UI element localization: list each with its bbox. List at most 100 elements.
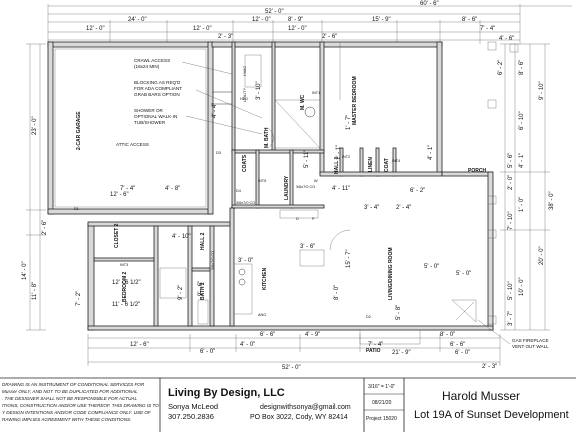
note-door-2: 3/6x7/0 CO (296, 185, 315, 189)
dim-7ft4: 7' - 4" (480, 26, 495, 32)
dim-1ft0-right: 1' - 0" (519, 197, 525, 212)
dim-int-2ft4: 2' - 4" (396, 205, 411, 211)
lot-description: Lot 19A of Sunset Development (414, 409, 569, 421)
dim-int-3ft0: 3' - 0" (238, 258, 253, 264)
dim-2ft0-right: 2' - 0" (508, 175, 514, 190)
dim-9ft10: 9' - 10" (539, 81, 545, 100)
dim-7ft2: 7' - 2" (76, 291, 82, 306)
dim-6ft0-bottom: 6' - 0" (200, 349, 215, 355)
room-m-bath: M. BATH (264, 127, 270, 148)
bottom-dimensions (87, 334, 501, 366)
disclaimer-line-5: Y DESIGN INTENTIONS AND/OR CODE COMPLIAN… (2, 410, 152, 415)
dim-6ft0-bottom-b: 6' - 0" (455, 350, 470, 356)
note-blocking-1: BLOCKING AS REQ'D (134, 80, 181, 85)
dim-12ft6-bottom: 12' - 6" (130, 342, 149, 348)
dim-3ft7: 3' - 7" (508, 311, 514, 326)
title-block (0, 377, 576, 432)
room-coat: COAT (384, 158, 390, 172)
room-bedroom-2: BEDROOM 2 (122, 272, 128, 303)
note-gas-fireplace-1: GAS FIREPLACE (512, 338, 549, 343)
dim-11ft8: 11' - 8" (32, 282, 38, 300)
note-crawl-access: CRAWL ACCESS (134, 58, 170, 63)
dim-20ft: 20' - 0" (539, 246, 545, 265)
dim-int-4ft8: 4' - 8" (165, 186, 180, 192)
note-ang: ANG (258, 313, 266, 317)
dim-23ft: 23' - 0" (32, 116, 38, 135)
tag-int2: INT2 (342, 155, 350, 159)
tag-d1: D1 (74, 207, 79, 211)
disclaimer-line-4: ITIONS, CONSTRUCTION AND/OR USE THEREOF.… (2, 403, 159, 408)
label-attic-access: ATTIC ACCESS (116, 142, 149, 147)
dim-5ft10: 5' - 10" (508, 281, 514, 300)
note-crawl-size: (18x24 MIN) (134, 64, 160, 69)
tag-w: W (314, 179, 318, 183)
dim-5ft6: 5' - 6" (508, 153, 514, 168)
dim-5ft0: 5' - 0" (456, 271, 471, 277)
dim-8ft6: 8' - 6" (462, 17, 477, 23)
dim-52ft-bottom: 52' - 0" (282, 365, 301, 371)
tag-d3: D3 (216, 151, 221, 155)
tag-int5: INT5 (258, 179, 266, 183)
dim-int-5ft11: 5' - 11" (304, 150, 310, 168)
walls (47, 41, 494, 331)
dim-6ft2-right: 6' - 2" (498, 60, 504, 75)
designer-email: designwithsonya@gmail.com (260, 404, 351, 411)
dim-38ft: 38' - 0" (549, 191, 555, 210)
dim-21ft9: 21' - 9" (392, 350, 411, 356)
dim-8ft6-right: 8' - 6" (519, 60, 525, 75)
note-shower-2: OPTIONAL WALK-IN (134, 114, 177, 119)
dim-6ft6-bottom: 6' - 6" (260, 332, 275, 338)
dim-int-12ft6: 12' - 6" (110, 192, 129, 198)
tag-d4: D4 (236, 189, 241, 193)
dim-14ft: 14' - 0" (22, 261, 28, 280)
dim-2ft3: 2' - 3" (218, 34, 233, 40)
dim-2ft6-left: 2' - 6" (42, 220, 48, 235)
dim-15ft9: 15' - 9" (372, 17, 391, 23)
dim-int-3ft6: 3' - 6" (300, 244, 315, 250)
client-name: Harold Musser (442, 389, 520, 403)
note-blocking-3: GRAB BARS OPTION (134, 92, 180, 97)
dim-int-12ft6-5: 12' - 6 1/2" (112, 280, 141, 286)
disclaimer-line-6: RAWING IMPLIES AGREEMENT WITH THESE COND… (2, 417, 131, 422)
dim-4ft1: 4' - 1" (519, 153, 525, 168)
dim-int-5ft0: 5' - 0" (424, 264, 439, 270)
dim-52ft-top: 52' - 0" (265, 9, 284, 15)
label-h2o: H2O (240, 97, 248, 101)
leader-lines (181, 61, 511, 345)
tag-int4: INT4 (392, 159, 400, 163)
dim-int-4ft11: 4' - 11" (332, 186, 350, 192)
dim-int-7ft4: 7' - 4" (120, 186, 135, 192)
dim-int-15ft7: 15' - 7" (346, 249, 352, 268)
dim-24ft: 24' - 0" (128, 17, 147, 23)
note-door-3: 3/6x7/0 CO (211, 251, 215, 270)
dim-int-1ft1: 1' - 1" (336, 145, 342, 160)
designer-name: Sonya McLeod (168, 402, 218, 411)
label-utility: UTILITY (243, 87, 247, 102)
tag-d: D (296, 217, 299, 221)
note-door-1: 3/6x7/0 CO (236, 201, 255, 205)
dim-10ft: 10' - 0" (519, 277, 525, 296)
tag-int1: INT1 (312, 91, 320, 95)
room-linen: LINEN (368, 157, 374, 172)
dim-2ft3-bottom: 2' - 3" (482, 364, 497, 370)
interior-lines (54, 42, 477, 345)
dim-int-4ft4: 4' - 4" (212, 103, 218, 118)
project-number: Project 15020 (366, 416, 397, 422)
dim-overall-width: 60' - 6" (420, 1, 439, 7)
note-gas-fireplace-2: VENT OUT WALL (512, 344, 549, 349)
dim-12ft-c: 12' - 0" (252, 17, 271, 23)
room-hall-2: HALL 2 (200, 232, 206, 250)
designer-phone: 307.250.2836 (168, 412, 214, 421)
note-blocking-2: FOR ADA COMPLIANT (134, 86, 182, 91)
disclaimer-line-2: Musser ONLY, AND NOT TO BE DUPLICATED FO… (2, 389, 138, 394)
disclaimer-line-3: . THE DESIGNER SHALL NOT BE RESPONSIBLE … (2, 396, 137, 401)
dim-int-3ft10: 3' - 10" (256, 81, 262, 100)
drawing-scale: 3/16" = 1'-0" (368, 384, 395, 390)
dim-4ft9: 4' - 9" (305, 332, 320, 338)
dim-6ft6-bottom-b: 6' - 6" (450, 342, 465, 348)
dim-7ft4-bottom: 7' - 4" (368, 342, 383, 348)
room-coats: COATS (242, 154, 248, 172)
left-dimensions (26, 43, 46, 331)
room-porch: PORCH (468, 168, 486, 174)
